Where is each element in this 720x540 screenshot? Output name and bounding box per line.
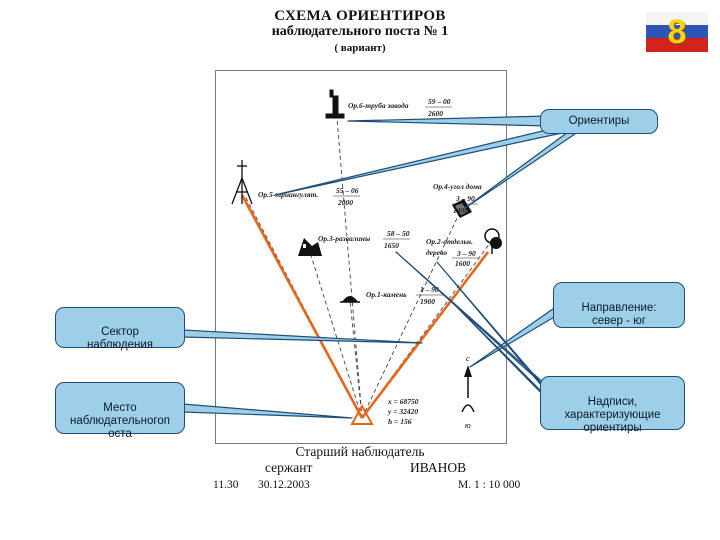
landmark-1-range: 1900 bbox=[420, 297, 435, 306]
factory-chimney-icon bbox=[325, 89, 345, 119]
pointer-place-to-post bbox=[182, 403, 353, 419]
callout-place: Место наблюдательногоп оста bbox=[55, 382, 185, 440]
sector-left-boundary bbox=[240, 194, 364, 419]
callout-labels-text: Надписи, характеризующие ориентиры bbox=[564, 396, 661, 434]
page-title: СХЕМА ОРИЕНТИРОВ bbox=[274, 8, 446, 24]
compass-south-label: ю bbox=[465, 421, 471, 430]
variant-label: ( вариант) bbox=[334, 42, 386, 54]
landmark-6-angle: 59 – 00 bbox=[428, 97, 451, 106]
callout-direction: Направление: север - юг bbox=[553, 282, 685, 328]
footer-date: 30.12.2003 bbox=[258, 479, 310, 491]
slide-number: 8 bbox=[667, 13, 687, 51]
post-coord-y: y = 32420 bbox=[387, 407, 418, 416]
callout-orientiry-text: Ориентиры bbox=[568, 115, 630, 127]
stone-icon bbox=[340, 296, 360, 303]
callout-pointers bbox=[182, 115, 576, 419]
ruins-icon bbox=[298, 238, 322, 256]
landmark-2-name-line2: дерево bbox=[426, 248, 447, 257]
footer-rank: Старший наблюдатель bbox=[295, 444, 425, 459]
landmark-6-name: Ор.6-труба завода bbox=[348, 101, 409, 110]
page-subtitle: наблюдательного поста № 1 bbox=[271, 24, 449, 39]
landmark-3-name: Ор.3-развалины bbox=[318, 234, 370, 243]
pointer-labels-to-landmark-1 bbox=[447, 297, 555, 405]
pointer-labels-to-landmark-2 bbox=[436, 261, 554, 398]
north-south-arrow-icon: с ю bbox=[461, 354, 475, 430]
landmark-4-name: Ор.4-угол дома bbox=[433, 182, 482, 191]
landmark-4-range: 1400 bbox=[453, 206, 468, 215]
sector-right-boundary bbox=[360, 251, 490, 419]
footer-time: 11.30 bbox=[213, 479, 239, 491]
landmark-3-angle: 58 – 50 bbox=[387, 229, 410, 238]
callout-orientiry: Ориентиры bbox=[540, 109, 658, 134]
landmark-3-range: 1650 bbox=[384, 241, 399, 250]
scheme-sheet bbox=[215, 70, 507, 444]
callout-labels: Надписи, характеризующие ориентиры bbox=[540, 376, 685, 434]
landmark-2-angle: 3 – 90 bbox=[456, 249, 476, 258]
callout-direction-text: Направление: север - юг bbox=[581, 302, 657, 327]
solitary-tree-icon bbox=[484, 228, 502, 254]
landmark-5-range: 2000 bbox=[337, 198, 353, 207]
compass-north-label: с bbox=[466, 354, 470, 363]
ray-to-landmark-6 bbox=[336, 117, 363, 419]
landmark-1-angle: 1 – 90 bbox=[420, 285, 439, 294]
post-coord-x: x = 68750 bbox=[387, 397, 419, 406]
triangulation-tower-icon bbox=[231, 160, 253, 205]
russian-flag-badge: 8 bbox=[646, 12, 708, 52]
observation-post-icon bbox=[350, 403, 374, 425]
callout-place-text: Место наблюдательногоп оста bbox=[70, 402, 170, 440]
ray-to-landmark-4 bbox=[361, 211, 461, 419]
landmark-2-range: 1600 bbox=[455, 259, 470, 268]
landmark-6-range: 2600 bbox=[427, 109, 443, 118]
pointer-orientiry-to-house bbox=[464, 131, 576, 209]
footer-sergeant: сержант bbox=[265, 460, 313, 475]
ray-to-landmark-3 bbox=[307, 245, 363, 419]
ray-to-landmark-1 bbox=[349, 299, 363, 419]
landmark-4-angle: 3 – 90 bbox=[455, 194, 475, 203]
landmark-1-name: Ор.1-камень bbox=[366, 290, 407, 299]
pointer-sector-to-line bbox=[182, 329, 423, 344]
flag-blue-stripe bbox=[646, 25, 708, 39]
flag-red-stripe bbox=[646, 38, 708, 52]
footer-name: ИВАНОВ bbox=[410, 460, 467, 475]
observation-sector-lines bbox=[240, 194, 490, 419]
footer-scale: М. 1 : 10 000 bbox=[458, 479, 521, 491]
landmark-5-angle: 55 – 06 bbox=[336, 186, 359, 195]
post-coord-h: h = 156 bbox=[388, 417, 412, 426]
pointer-orientiry-to-tower bbox=[274, 127, 563, 196]
flag-white-stripe bbox=[646, 12, 708, 26]
pointer-orientiry-to-chimney bbox=[347, 115, 549, 127]
landmark-2-name-line1: Ор.2-отдельн. bbox=[426, 237, 473, 246]
callout-sector-text: Сектор наблюдения bbox=[86, 326, 153, 351]
landmark-5-name: Ор.5-триангулят. bbox=[258, 190, 318, 199]
callout-sector: Сектор наблюдения bbox=[55, 307, 185, 351]
